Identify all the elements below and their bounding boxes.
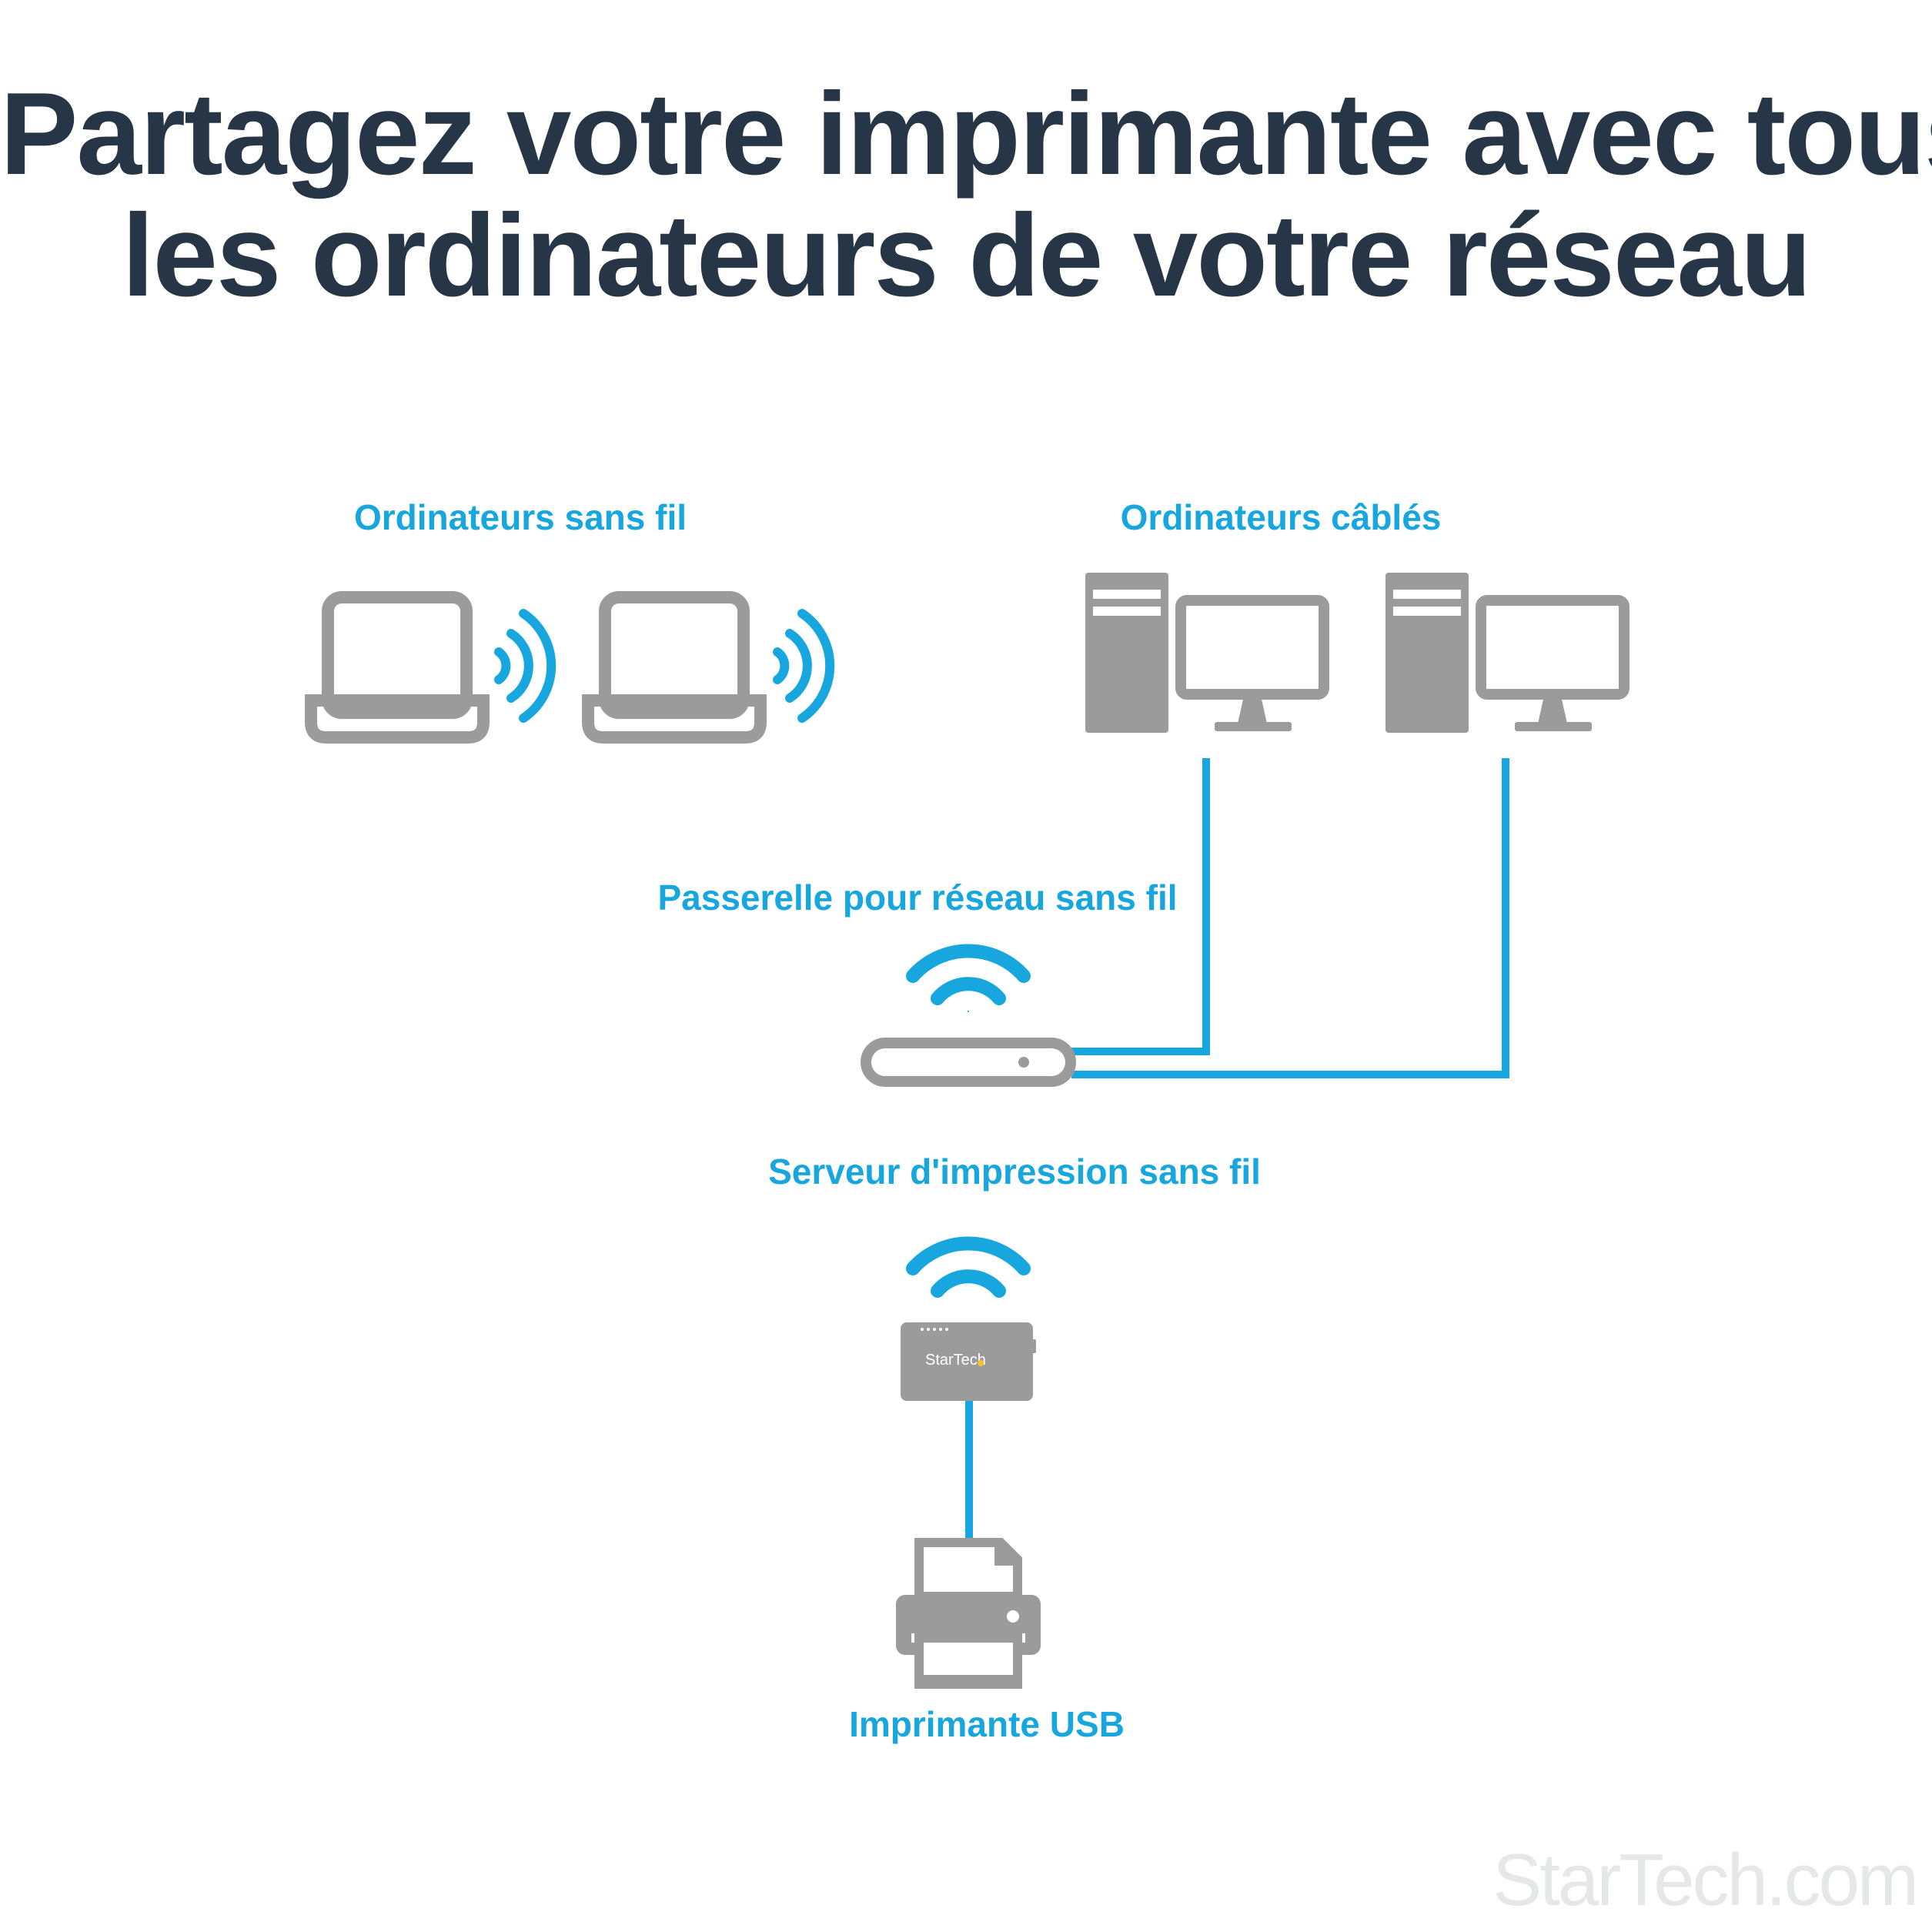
label-print-server: Serveur d'impression sans fil <box>768 1152 1261 1192</box>
desktop-computer-icon <box>1385 573 1629 733</box>
wifi-dot <box>968 1011 969 1012</box>
cable-desktop-1 <box>1071 758 1210 1055</box>
desktop-computer-icon <box>1085 573 1329 733</box>
label-printer: Imprimante USB <box>849 1704 1125 1744</box>
laptop-icon <box>582 591 767 744</box>
label-wireless-computers: Ordinateurs sans fil <box>353 497 687 537</box>
title-line-2: les ordinateurs de votre réseau <box>122 190 1812 321</box>
printer-icon <box>896 1538 1041 1689</box>
wifi-signal-icon <box>906 1236 1031 1298</box>
device-brand-logo: StarTech <box>925 1352 986 1369</box>
watermark-logo: StarTech.com <box>1492 1839 1919 1921</box>
label-wired-computers: Ordinateurs câblés <box>1120 497 1442 537</box>
page-title: Partagez votre imprimante avec tous les … <box>0 73 1932 316</box>
wifi-signal-icon <box>906 944 1031 1005</box>
label-gateway: Passerelle pour réseau sans fil <box>657 877 1178 918</box>
router-icon <box>861 1038 1076 1087</box>
laptop-icon <box>305 591 490 744</box>
wifi-signal-icon <box>494 609 557 723</box>
wifi-signal-icon <box>773 609 835 723</box>
cable-desktop-2 <box>1071 758 1509 1078</box>
print-server-icon: StarTech <box>901 1322 1036 1401</box>
wired-connections <box>965 758 1509 1538</box>
title-line-1: Partagez votre imprimante avec tous <box>0 69 1932 199</box>
